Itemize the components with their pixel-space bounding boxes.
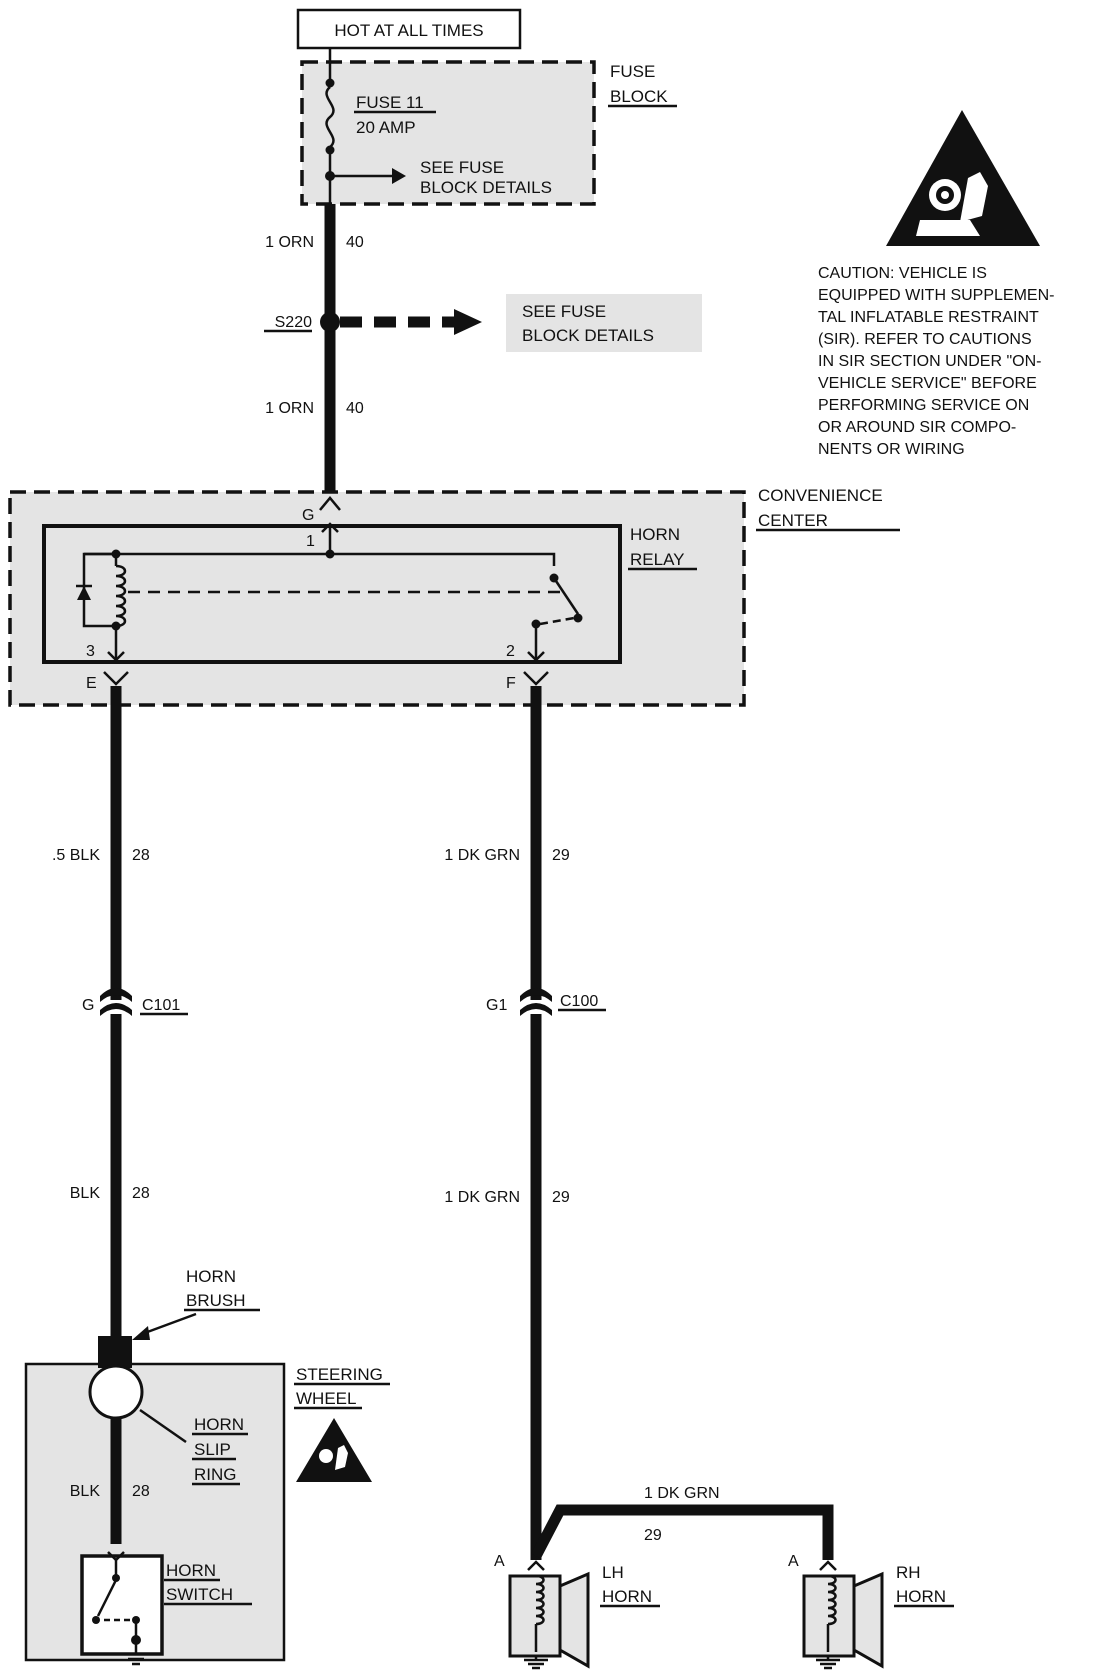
connector-c101 — [100, 988, 132, 1016]
relay-coil — [115, 564, 127, 628]
lh-horn — [508, 1560, 590, 1669]
power-source-box — [296, 8, 522, 50]
svg-text:EQUIPPED WITH SUPPLEMEN-: EQUIPPED WITH SUPPLEMEN- — [818, 287, 1054, 304]
rh-horn-ground-icon — [816, 1656, 840, 1670]
svg-text:TAL INFLATABLE RESTRAINT: TAL INFLATABLE RESTRAINT — [818, 309, 1039, 326]
connector-pin-e — [103, 671, 129, 686]
fuse-see-details-1: SEE FUSE — [420, 158, 504, 177]
wire-left2-color: BLK — [70, 1185, 101, 1202]
pin-e-label: E — [86, 675, 97, 692]
svg-text:(SIR). REFER TO CAUTIONS: (SIR). REFER TO CAUTIONS — [818, 331, 1032, 348]
rh-horn-label-2: HORN — [896, 1587, 946, 1606]
c100-name: C100 — [560, 993, 598, 1010]
svg-text:IN SIR SECTION UNDER "ON-: IN SIR SECTION UNDER "ON- — [818, 353, 1041, 370]
c101-pin-label: G — [82, 997, 94, 1014]
rh-horn-pin: A — [788, 1553, 799, 1570]
relay-terminal-3: 3 — [86, 643, 95, 660]
wire-top2-color: 1 ORN — [265, 400, 314, 417]
wire-left3-circuit: 28 — [132, 1483, 150, 1500]
splice-see-details-box — [506, 294, 702, 352]
svg-text:OR AROUND SIR COMPO-: OR AROUND SIR COMPO- — [818, 419, 1016, 436]
horn-brush-label-1: HORN — [186, 1267, 236, 1286]
wire-right3-circuit: 29 — [644, 1527, 662, 1544]
wire-right1-color: 1 DK GRN — [444, 847, 520, 864]
wire-left2-circuit: 28 — [132, 1185, 150, 1202]
c101-name: C101 — [142, 997, 180, 1014]
horn-switch-label-2: SWITCH — [166, 1585, 233, 1604]
splice-name: S220 — [275, 314, 312, 331]
sir-warning-icon — [886, 110, 1040, 246]
fuse-rating: 20 AMP — [356, 118, 416, 137]
wire-right2-circuit: 29 — [552, 1189, 570, 1206]
convenience-center-label-1: CONVENIENCE — [758, 486, 883, 505]
horn-switch — [80, 1551, 164, 1656]
convenience-center-label-2: CENTER — [758, 511, 828, 530]
wire-top1-circuit: 40 — [346, 234, 364, 251]
wire-top2-circuit: 40 — [346, 400, 364, 417]
relay-terminal-2: 2 — [506, 643, 515, 660]
lh-horn-ground-icon — [524, 1656, 548, 1670]
pin-f-label: F — [506, 675, 516, 692]
horn-relay-label-2: RELAY — [630, 550, 685, 569]
power-source-label: HOT AT ALL TIMES — [334, 21, 483, 40]
splice-s220 — [320, 312, 340, 332]
wire-right1-circuit: 29 — [552, 847, 570, 864]
splice-see-details-1: SEE FUSE — [522, 302, 606, 321]
connector-c100 — [520, 988, 552, 1016]
horn-brush — [98, 1336, 132, 1368]
horn-slip-ring — [88, 1364, 144, 1420]
fuse-block-label-2: BLOCK — [610, 87, 668, 106]
svg-text:CAUTION: VEHICLE IS: CAUTION: VEHICLE IS — [818, 265, 987, 282]
steering-wheel-label-1: STEERING — [296, 1365, 383, 1384]
horn-slip-ring-label-3: RING — [194, 1465, 237, 1484]
lh-horn-pin: A — [494, 1553, 505, 1570]
connector-pin-f — [523, 671, 549, 686]
lh-horn-label-2: HORN — [602, 1587, 652, 1606]
fuse-see-details-2: BLOCK DETAILS — [420, 178, 552, 197]
c100-pin-label: G1 — [486, 997, 507, 1014]
rh-horn — [802, 1560, 884, 1669]
horn-relay-label-1: HORN — [630, 525, 680, 544]
wire-left1-color: .5 BLK — [52, 847, 100, 864]
horn-brush-pointer — [141, 1312, 197, 1336]
wire-left1-circuit: 28 — [132, 847, 150, 864]
fuse-block-label-1: FUSE — [610, 62, 655, 81]
pin-g-label: G — [302, 507, 314, 524]
wire-top1-color: 1 ORN — [265, 234, 314, 251]
horn-brush-label-2: BRUSH — [186, 1291, 246, 1310]
sir-warning-small-icon — [296, 1418, 372, 1482]
steering-wheel-label-2: WHEEL — [296, 1389, 356, 1408]
rh-horn-label-1: RH — [896, 1563, 921, 1582]
convenience-center — [8, 490, 746, 707]
wire-dkgrn-29-branch — [531, 1504, 834, 1560]
horn-slip-ring-label-2: SLIP — [194, 1440, 231, 1459]
svg-text:NENTS OR WIRING: NENTS OR WIRING — [818, 441, 965, 458]
wire-right3-color: 1 DK GRN — [644, 1485, 720, 1502]
relay-diode-icon — [77, 586, 91, 600]
ground-icon — [124, 1644, 148, 1666]
horn-relay — [42, 522, 622, 664]
horn-switch-label-1: HORN — [166, 1561, 216, 1580]
fuse-symbol — [325, 86, 335, 148]
horn-slip-ring-label-1: HORN — [194, 1415, 244, 1434]
see-fuse-arrow-icon — [392, 168, 406, 184]
splice-see-details-2: BLOCK DETAILS — [522, 326, 654, 345]
splice-arrow-icon — [454, 309, 482, 335]
svg-text:PERFORMING SERVICE ON: PERFORMING SERVICE ON — [818, 397, 1029, 414]
lh-horn-label-1: LH — [602, 1563, 624, 1582]
connector-pin-g — [319, 496, 341, 511]
wire-left3-color: BLK — [70, 1483, 101, 1500]
relay-terminal-1: 1 — [306, 533, 315, 550]
fuse-name: FUSE 11 — [356, 93, 424, 112]
svg-text:VEHICLE SERVICE" BEFORE: VEHICLE SERVICE" BEFORE — [818, 375, 1037, 392]
fuse-block — [300, 48, 596, 206]
caution-text: CAUTION: VEHICLE IS EQUIPPED WITH SUPPLE… — [818, 265, 1054, 458]
wire-right2-color: 1 DK GRN — [444, 1189, 520, 1206]
